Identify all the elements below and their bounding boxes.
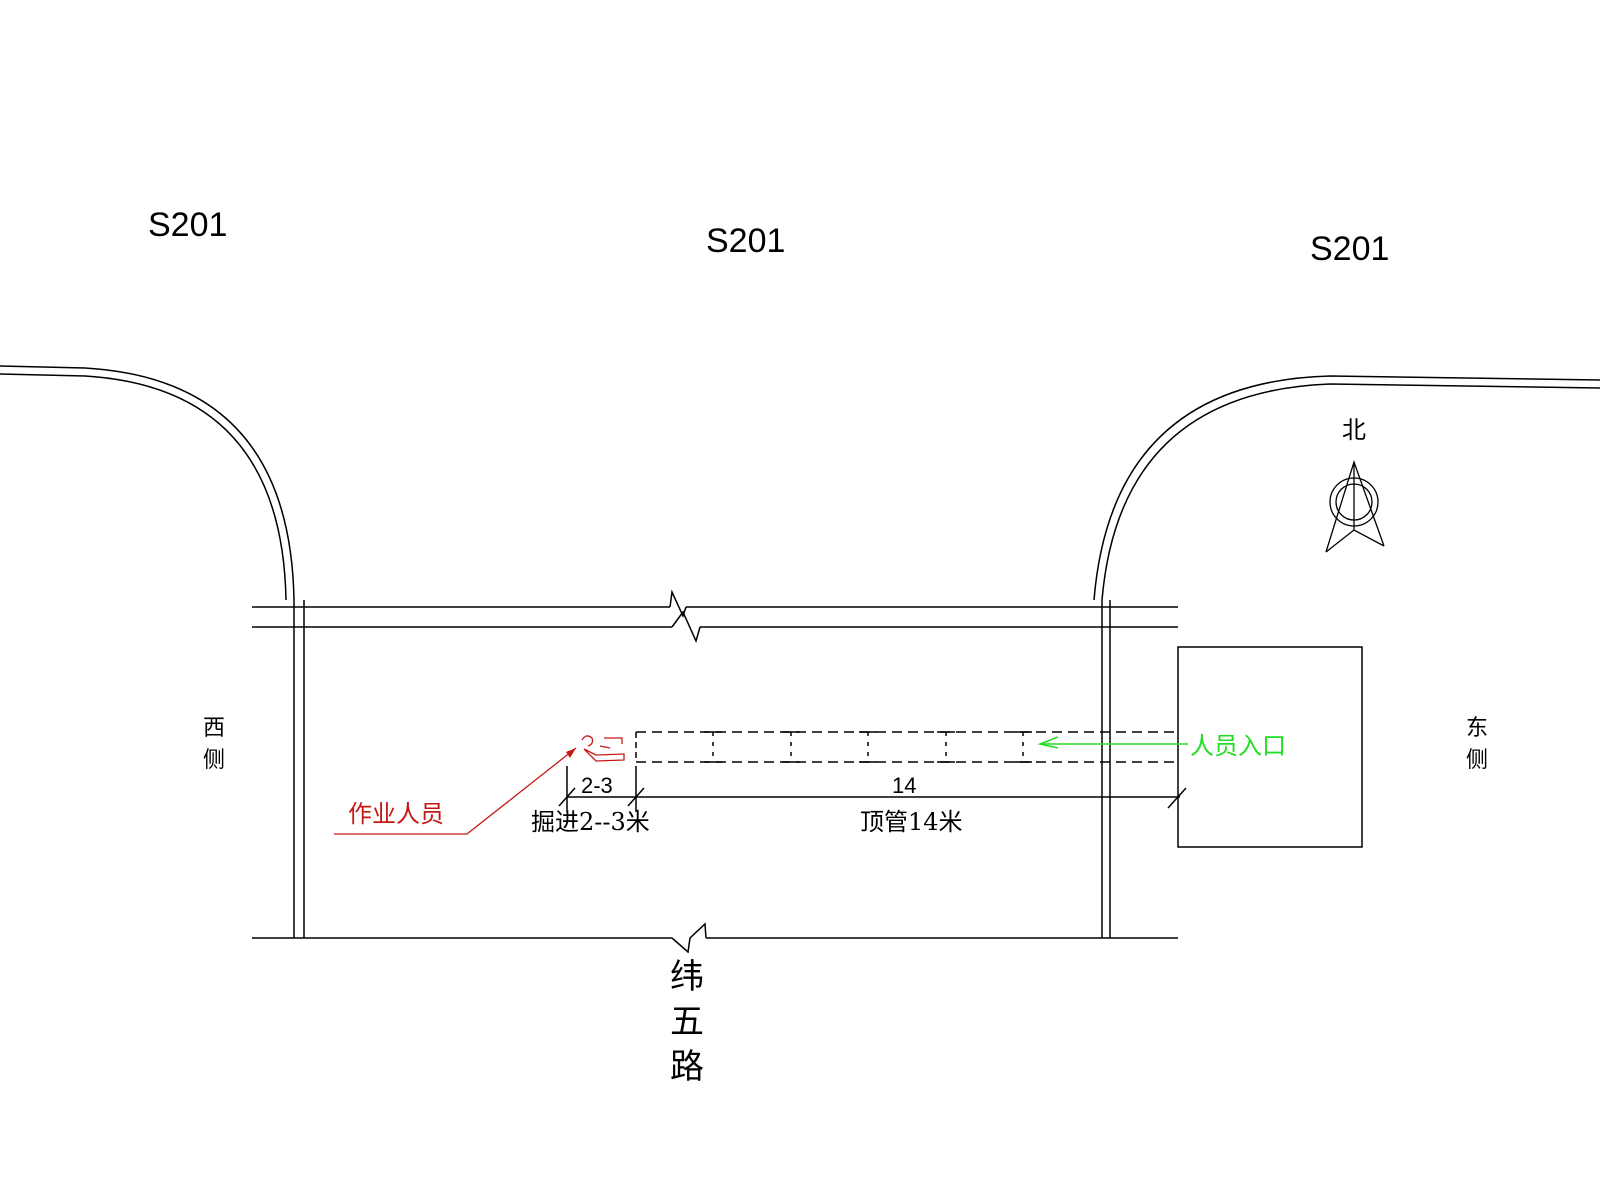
east-side-label-char-2: 侧 [1466,748,1488,773]
road-label-center: S201 [706,222,785,260]
northeast-road-curve [1093,375,1600,601]
worker-leader-arrowhead [566,748,576,758]
dimension-line [558,766,1187,812]
east-side-label-char-1: 东 [1466,716,1488,741]
pipe-jacking-note: 顶管14米 [860,808,963,836]
worker-leader-line [334,747,577,835]
worker-label: 作业人员 [348,800,444,828]
working-pit [1177,646,1363,848]
west-side-label-char-2: 侧 [203,748,225,773]
road-label-east: S201 [1310,230,1389,268]
north-boundary-road [252,589,1178,644]
west-vertical-road [293,600,305,938]
northwest-road-curve [0,365,295,601]
dimension-value-short: 2-3 [581,773,613,798]
worker-icon [581,735,625,762]
north-label: 北 [1342,416,1366,444]
south-road-label-char-1: 纬 [670,957,704,997]
west-side-label-char-1: 西 [203,716,225,741]
entrance-arrowhead [1037,736,1059,749]
pipe-segment-joints [704,731,1032,763]
jacking-pipe-outline [635,731,1178,763]
entrance-label: 人员入口 [1190,732,1286,760]
excavation-note: 掘进2--3米 [531,808,650,836]
east-vertical-road [1101,600,1111,938]
south-road-label-char-2: 五 [670,1002,704,1042]
dimension-value-long: 14 [892,773,916,798]
north-arrow-icon [1325,459,1385,553]
road-label-west: S201 [148,206,227,244]
south-boundary-road [252,922,1178,954]
south-road-label-char-3: 路 [670,1047,704,1087]
